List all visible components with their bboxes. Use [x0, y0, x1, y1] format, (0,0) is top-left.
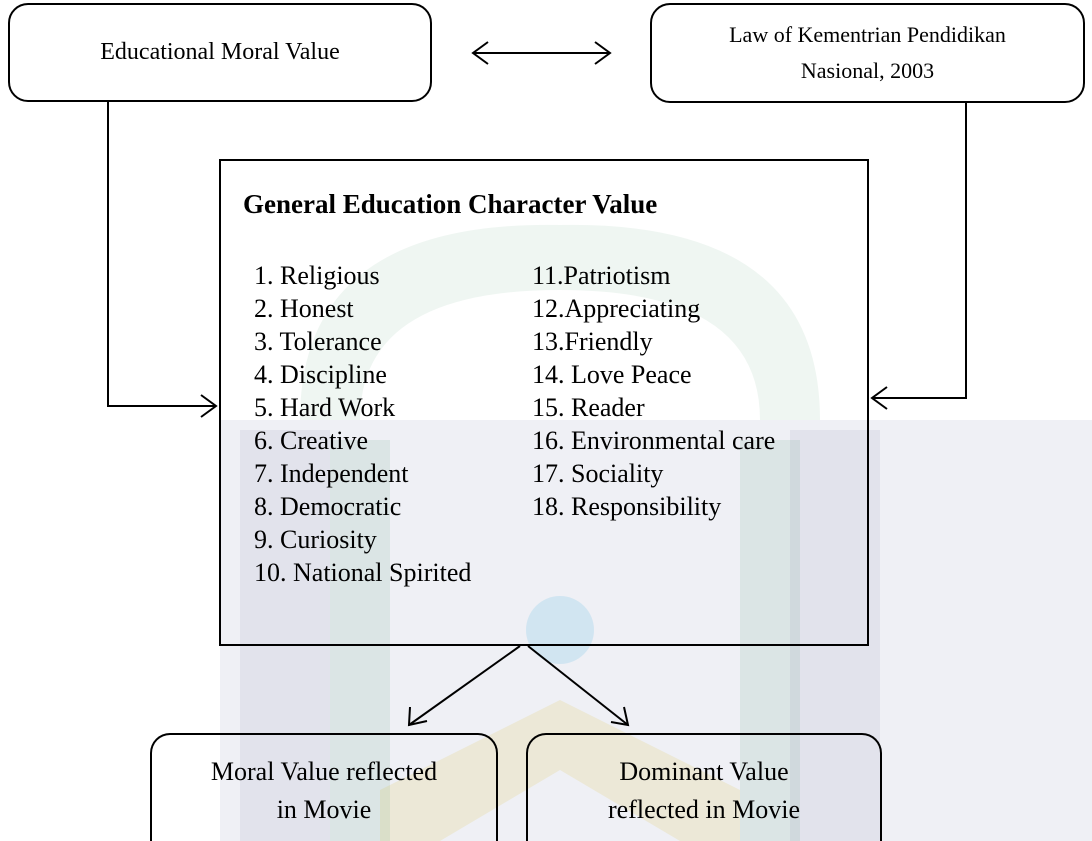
law-line-1: Law of Kementrian Pendidikan: [729, 22, 1006, 47]
main-title: General Education Character Value: [243, 189, 658, 219]
value-item: 13.Friendly: [532, 327, 653, 356]
value-item: 8. Democratic: [254, 492, 402, 521]
dominant-value-in-movie-box: Dominant Value reflected in Movie: [526, 733, 882, 841]
value-item: 7. Independent: [254, 459, 409, 488]
law-box: Law of Kementrian Pendidikan Nasional, 2…: [650, 3, 1085, 103]
value-item: 6. Creative: [254, 426, 369, 455]
law-line-2: Nasional, 2003: [800, 58, 935, 83]
moral-value-in-movie-box: Moral Value reflected in Movie: [150, 733, 498, 841]
value-item: 9. Curiosity: [254, 525, 377, 554]
value-item: 18. Responsibility: [532, 492, 722, 521]
value-item: 5. Hard Work: [254, 393, 396, 422]
moral-line-2: in Movie: [276, 795, 372, 824]
value-item: 10. National Spirited: [254, 558, 472, 587]
values-column-2: 11.Patriotism 12.Appreciating 13.Friendl…: [532, 259, 775, 523]
value-item: 16. Environmental care: [532, 426, 776, 455]
values-column-1: 1. Religious 2. Honest 3. Tolerance 4. D…: [254, 259, 471, 589]
dominant-line-1: Dominant Value: [619, 757, 789, 786]
value-item: 17. Sociality: [532, 459, 664, 488]
value-item: 14. Love Peace: [532, 360, 692, 389]
value-item: 2. Honest: [254, 294, 354, 323]
moral-line-1: Moral Value reflected: [210, 757, 438, 786]
educational-moral-value-box: Educational Moral Value: [8, 3, 432, 102]
educational-moral-value-label: Educational Moral Value: [100, 39, 340, 65]
value-item: 1. Religious: [254, 261, 380, 290]
dominant-line-2: reflected in Movie: [607, 795, 801, 824]
value-item: 3. Tolerance: [254, 327, 382, 356]
general-education-character-value-box: General Education Character Value 1. Rel…: [219, 159, 869, 646]
value-item: 12.Appreciating: [532, 294, 701, 323]
value-item: 11.Patriotism: [532, 261, 671, 290]
value-item: 15. Reader: [532, 393, 645, 422]
value-item: 4. Discipline: [254, 360, 387, 389]
